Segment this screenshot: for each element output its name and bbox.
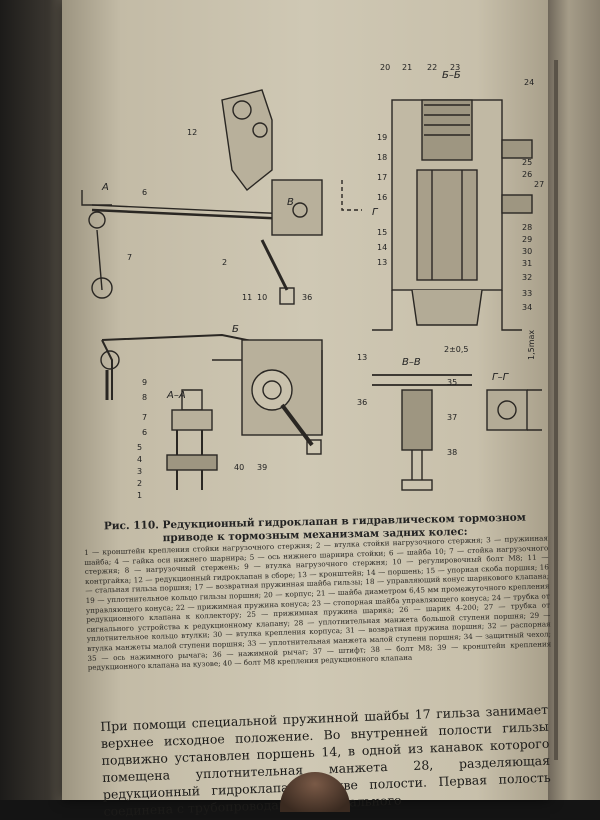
- part-33: 33: [522, 289, 532, 298]
- part-10: 10: [257, 293, 267, 302]
- part-3: 3: [137, 467, 142, 476]
- section-aa-label: А–А: [166, 390, 186, 401]
- part-14: 14: [377, 243, 387, 252]
- part-39: 39: [257, 463, 267, 472]
- part-7: 7: [127, 253, 132, 262]
- part-17: 17: [377, 173, 387, 182]
- part-38: 38: [447, 448, 457, 457]
- part-15: 15: [377, 228, 387, 237]
- book-spine-shadow: [0, 0, 70, 800]
- dimension-2: 2: [222, 258, 227, 267]
- part-34: 34: [522, 303, 532, 312]
- part-31: 31: [522, 259, 532, 268]
- part-32: 32: [522, 273, 532, 282]
- part-13: 13: [377, 258, 387, 267]
- cut-v-label: В: [287, 197, 294, 208]
- part-20: 20: [380, 63, 390, 72]
- part-5: 5: [137, 443, 142, 452]
- figure-svg: Б–Б А–А В–В Г–Г А Б В Г 2 2±0,5 1,5max 1…: [81, 63, 544, 500]
- part-27: 27: [534, 180, 544, 189]
- part-25: 25: [522, 158, 532, 167]
- part-36: 36: [302, 293, 312, 302]
- section-bb-label: Б–Б: [442, 70, 461, 81]
- figure-legend: 1 — кронштейн крепления стойки нагрузочн…: [84, 533, 552, 673]
- dimension-15max: 1,5max: [527, 330, 536, 360]
- part-9: 9: [142, 378, 147, 387]
- part-40: 40: [234, 463, 244, 472]
- part-22: 22: [427, 63, 437, 72]
- part-23: 23: [450, 63, 460, 72]
- part-16: 16: [377, 193, 387, 202]
- part-30: 30: [522, 247, 532, 256]
- section-gg: [486, 389, 528, 431]
- part-12: 12: [187, 128, 197, 137]
- part-18: 18: [377, 153, 387, 162]
- part-6: 6: [142, 188, 147, 197]
- part-29: 29: [522, 235, 532, 244]
- part-11: 11: [242, 293, 252, 302]
- section-vv: [401, 389, 433, 451]
- part-1: 1: [137, 491, 142, 500]
- part-36b: 36: [357, 398, 367, 407]
- part-21: 21: [402, 63, 412, 72]
- next-page-edge: [548, 0, 600, 800]
- part-4: 4: [137, 455, 142, 464]
- part-28: 28: [522, 223, 532, 232]
- part-13b: 13: [357, 353, 367, 362]
- cut-b-label: Б: [232, 324, 239, 335]
- part-35: 35: [447, 378, 457, 387]
- part-24: 24: [524, 78, 534, 87]
- part-8: 8: [142, 393, 147, 402]
- part-37: 37: [447, 413, 457, 422]
- cut-a-label: А: [101, 182, 109, 193]
- part-7b: 7: [142, 413, 147, 422]
- part-6b: 6: [142, 428, 147, 437]
- section-vv-label: В–В: [402, 357, 421, 368]
- valve-body-top: [221, 89, 273, 191]
- part-26: 26: [522, 170, 532, 179]
- section-gg-label: Г–Г: [492, 372, 510, 383]
- cut-g-label: Г: [372, 207, 379, 218]
- technical-drawing: Б–Б А–А В–В Г–Г А Б В Г 2 2±0,5 1,5max 1…: [72, 60, 552, 510]
- part-2: 2: [137, 479, 142, 488]
- part-19: 19: [377, 133, 387, 142]
- dimension-2-05: 2±0,5: [444, 345, 469, 354]
- lever-bracket: [271, 179, 323, 236]
